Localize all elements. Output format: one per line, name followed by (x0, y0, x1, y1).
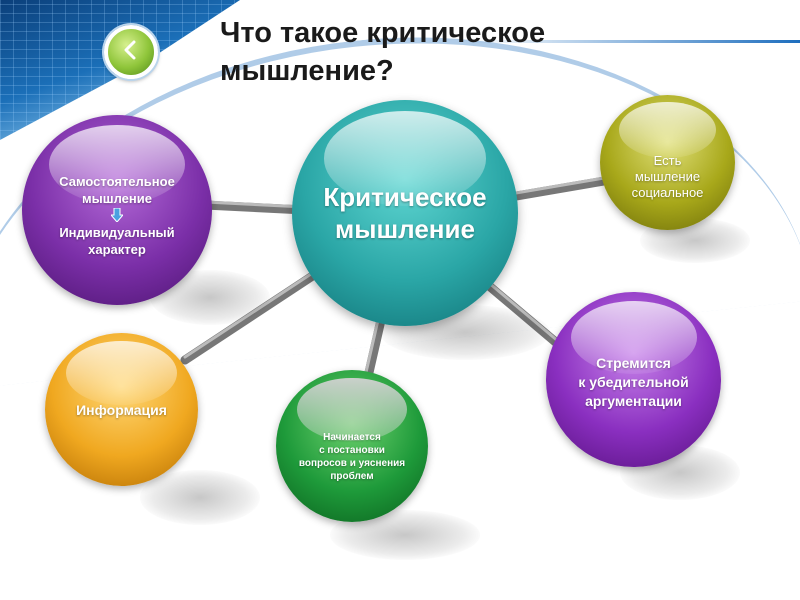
gloss-highlight (570, 300, 697, 375)
independent-thinking-label: Самостоятельное мышление Индивидуальный … (59, 173, 175, 257)
gloss-highlight (48, 124, 186, 205)
sphere-shadow (140, 470, 260, 525)
social-thinking-label: Есть мышление социальное (631, 152, 704, 200)
questions-node: Начинается с постановки вопросов и уясне… (276, 370, 428, 522)
slide-title: Что такое критическое мышление? (220, 17, 546, 87)
gloss-highlight (297, 377, 407, 442)
back-button[interactable] (104, 25, 158, 79)
gloss-highlight (323, 111, 487, 207)
information-label: Информация (76, 401, 167, 418)
information-node: Информация (45, 333, 198, 486)
argumentation-label: Стремится к убедительной аргументации (578, 355, 689, 409)
central-concept-node: Критическое мышление (292, 100, 518, 326)
gloss-highlight (66, 340, 177, 405)
arrow-down-icon (109, 207, 125, 223)
central-concept-label: Критическое мышление (323, 182, 487, 244)
chevron-left-icon (120, 39, 142, 66)
social-thinking-node: Есть мышление социальное (600, 95, 735, 230)
questions-label: Начинается с постановки вопросов и уясне… (298, 432, 406, 482)
gloss-highlight (618, 101, 717, 159)
title-underline (470, 40, 800, 43)
argumentation-node: Стремится к убедительной аргументации (546, 292, 721, 467)
independent-thinking-node: Самостоятельное мышление Индивидуальный … (22, 115, 212, 305)
